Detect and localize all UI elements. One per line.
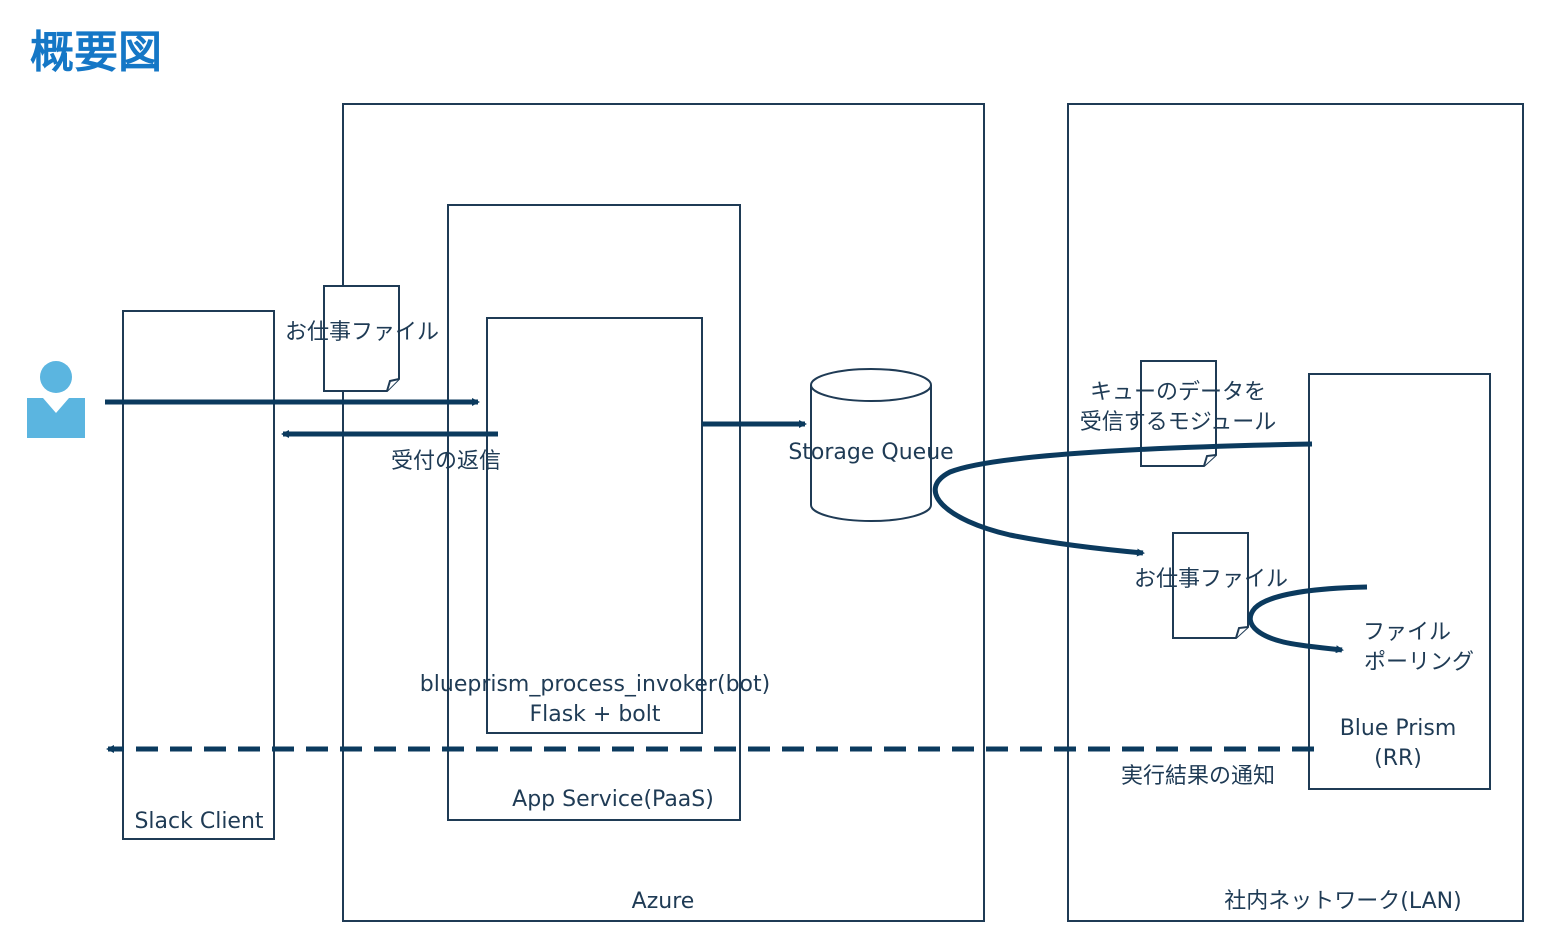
polling-label-line2: ポーリング	[1364, 650, 1474, 675]
job-file-document-lan	[1172, 532, 1249, 639]
polling-label-line1: ファイル	[1363, 620, 1451, 645]
azure-label: Azure	[632, 889, 695, 914]
slack-client-frame	[122, 310, 275, 840]
flow-arrows	[105, 398, 1368, 753]
queue-module-label-line2: 受信するモジュール	[1080, 410, 1276, 435]
blue-prism-label-line2: (RR)	[1374, 746, 1422, 771]
lan-container: 社内ネットワーク(LAN)	[1067, 103, 1524, 922]
job-file-label-top: お仕事ファイル	[285, 320, 439, 345]
blue-prism: Blue Prism (RR)	[1308, 373, 1491, 790]
result-notice-label: 実行結果の通知	[1121, 764, 1275, 789]
lan-label: 社内ネットワーク(LAN)	[1224, 889, 1461, 914]
app-service-container: App Service(PaaS)	[447, 204, 741, 821]
azure-frame	[342, 103, 985, 922]
storage-queue-label: Storage Queue	[788, 440, 953, 465]
storage-queue: Storage Queue	[788, 368, 954, 522]
bot-component: blueprism_process_invoker(bot) Flask + b…	[420, 317, 770, 734]
bot-frame	[486, 317, 703, 734]
page-title: 概要図	[30, 27, 162, 78]
blue-prism-frame	[1308, 373, 1491, 790]
bot-label-line1: blueprism_process_invoker(bot)	[420, 672, 770, 697]
azure-container: Azure	[342, 103, 985, 922]
blue-prism-label-line1: Blue Prism	[1340, 716, 1457, 741]
bot-label-line2: Flask + bolt	[529, 702, 660, 727]
user-icon	[27, 361, 85, 438]
dequeue-arrow	[932, 441, 1313, 557]
lan-frame	[1067, 103, 1524, 922]
job-file-document-top	[323, 285, 400, 392]
app-service-frame	[447, 204, 741, 821]
database-icon	[810, 385, 932, 522]
polling-arrow	[1247, 584, 1368, 654]
job-file-label-lan: お仕事ファイル	[1134, 567, 1288, 592]
slack-client: Slack Client	[122, 310, 275, 840]
app-service-label: App Service(PaaS)	[512, 787, 714, 812]
queue-module-label-line1: キューのデータを	[1090, 380, 1266, 405]
slack-client-label: Slack Client	[134, 809, 263, 834]
queue-module-document	[1140, 360, 1217, 467]
reply-label: 受付の返信	[391, 449, 501, 474]
